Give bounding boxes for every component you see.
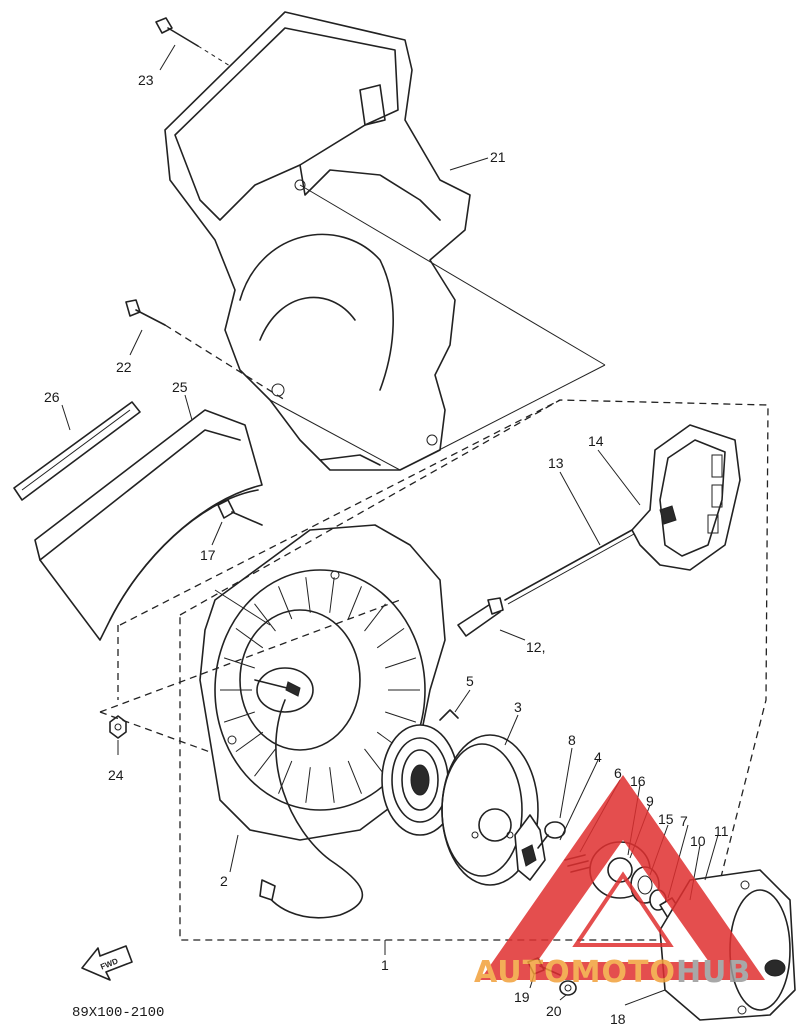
fan-fin xyxy=(305,767,311,803)
label-11: 11 xyxy=(714,823,729,839)
fan-fin xyxy=(254,603,276,632)
fan-fin xyxy=(278,760,293,794)
fan-fin xyxy=(278,586,293,620)
label-13: 13 xyxy=(548,455,564,471)
label-4: 4 xyxy=(594,749,602,765)
label-1: 1 xyxy=(381,957,389,973)
label-12: 12, xyxy=(526,639,545,655)
guide-12 xyxy=(457,597,504,637)
watermark-logo: AUTOMOTOHUB xyxy=(474,775,765,990)
label-8: 8 xyxy=(568,732,576,748)
label-26: 26 xyxy=(44,389,60,405)
nut-24 xyxy=(109,715,127,739)
label-10: 10 xyxy=(690,833,706,849)
label-25: 25 xyxy=(172,379,188,395)
starter-case-2 xyxy=(199,524,446,919)
watermark-inner-triangle-icon xyxy=(572,871,674,947)
fan-fin xyxy=(329,767,335,803)
ratchet-4 xyxy=(514,814,546,881)
bolt-23 xyxy=(155,17,231,67)
seal-25 xyxy=(34,409,263,641)
label-7: 7 xyxy=(680,813,688,829)
fan-fin xyxy=(376,627,405,649)
fan-fin xyxy=(347,760,362,794)
washer-20 xyxy=(559,980,577,996)
label-14: 14 xyxy=(588,433,604,449)
label-3: 3 xyxy=(514,699,522,715)
fan-fins xyxy=(220,577,420,803)
watermark-text-grey: HUB xyxy=(676,955,751,990)
fan-fin xyxy=(235,731,264,753)
label-21: 21 xyxy=(490,149,506,165)
spring-5 xyxy=(381,709,459,836)
pad-26 xyxy=(13,401,141,501)
bolt-17 xyxy=(217,499,263,526)
bolt-22 xyxy=(125,299,286,401)
fan-fin xyxy=(305,577,311,613)
label-5: 5 xyxy=(466,673,474,689)
label-18: 18 xyxy=(610,1011,626,1027)
label-22: 22 xyxy=(116,359,132,375)
fan-fin xyxy=(385,711,417,723)
label-24: 24 xyxy=(108,767,124,783)
fan-fin xyxy=(347,586,362,620)
fan-fin xyxy=(235,627,264,649)
fan-fin xyxy=(364,603,386,632)
watermark-triangle-icon xyxy=(480,775,765,980)
label-15: 15 xyxy=(658,811,674,827)
watermark-text-red: AUTOMOTO xyxy=(474,955,676,990)
fan-fin xyxy=(223,711,255,723)
drawing-code: 89X100-2100 xyxy=(72,1005,164,1021)
fan-fin xyxy=(385,657,417,669)
rope-13 xyxy=(504,529,635,605)
assembly-outline-1 xyxy=(99,184,769,941)
pulley-3 xyxy=(441,734,539,886)
svg-text:AUTOMOTOHUB: AUTOMOTOHUB xyxy=(474,955,751,990)
fan-fin xyxy=(254,748,276,777)
label-20: 20 xyxy=(546,1003,562,1019)
label-6: 6 xyxy=(614,765,622,781)
label-19: 19 xyxy=(514,989,530,1005)
fan-fin xyxy=(329,577,335,613)
label-2: 2 xyxy=(220,873,228,889)
handle-14 xyxy=(631,424,741,571)
forward-arrow-icon: FWD xyxy=(81,945,133,981)
part-labels: 23 21 22 26 25 17 13 14 12, 5 3 8 4 6 16… xyxy=(44,72,729,1027)
fan-shroud-21 xyxy=(164,11,471,471)
label-16: 16 xyxy=(630,773,646,789)
label-23: 23 xyxy=(138,72,154,88)
label-9: 9 xyxy=(646,793,654,809)
label-17: 17 xyxy=(200,547,216,563)
fan-fin xyxy=(223,657,255,669)
